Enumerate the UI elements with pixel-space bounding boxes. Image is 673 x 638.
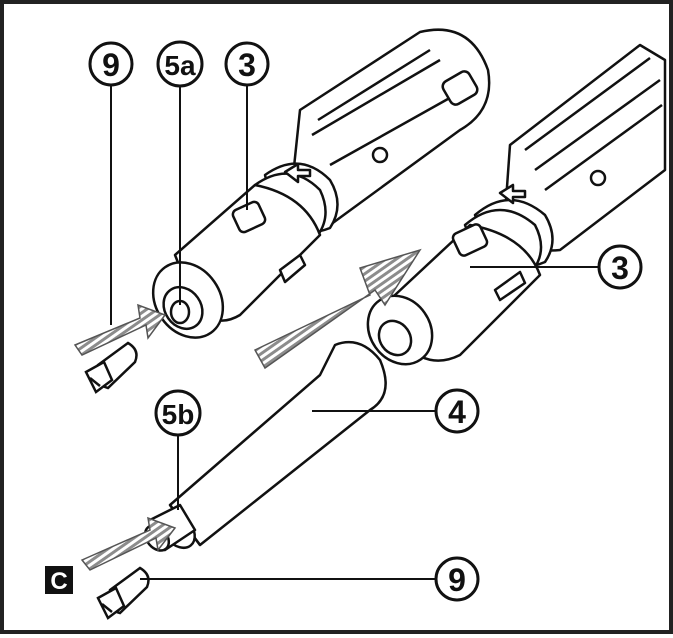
callout-bit-holder-5b: 5b — [154, 389, 202, 437]
callout-bit-holder-5a: 5a — [156, 40, 204, 88]
leader-lines — [110, 85, 598, 580]
callout-extension-label: 4 — [448, 394, 466, 430]
callout-tool-right: 3 — [597, 244, 643, 290]
bit-bottom — [96, 566, 150, 620]
callout-tool-left-label: 3 — [238, 47, 256, 83]
callout-tool-right-label: 3 — [611, 250, 629, 286]
arrow-top-left — [73, 303, 167, 356]
bit-top — [84, 341, 138, 394]
arrow-center — [253, 248, 422, 370]
figure-label: C — [45, 566, 73, 595]
arrow-bottom-left — [80, 516, 177, 571]
callout-extension: 4 — [434, 388, 480, 434]
callout-tool-left: 3 — [224, 41, 270, 87]
tool-left-body — [151, 28, 491, 339]
figure-label-text: C — [50, 568, 67, 595]
callout-bit-top: 9 — [88, 41, 134, 87]
callout-5b-label: 5b — [162, 399, 195, 430]
callout-bit-bottom-label: 9 — [448, 562, 466, 598]
callout-bit-top-label: 9 — [102, 47, 120, 83]
callout-5a-label: 5a — [164, 50, 196, 81]
callout-bit-bottom: 9 — [434, 556, 480, 602]
tool-right-body — [366, 43, 667, 366]
